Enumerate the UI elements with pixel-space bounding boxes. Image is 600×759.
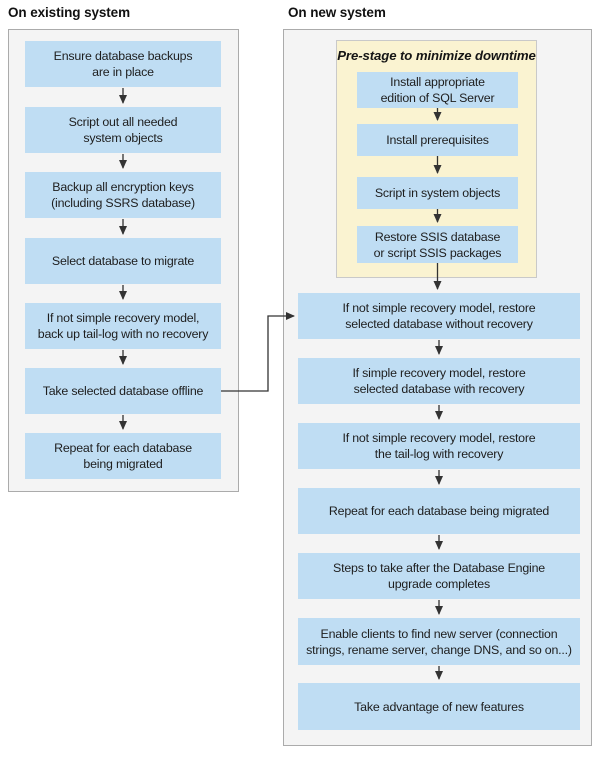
step-script-out-system-objects: Script out all needed system objects [25, 107, 221, 153]
step-backup-tail-log: If not simple recovery model, back up ta… [25, 303, 221, 349]
step-backup-encryption-keys: Backup all encryption keys (including SS… [25, 172, 221, 218]
step-restore-with-recovery: If simple recovery model, restore select… [298, 358, 580, 404]
step-script-in-system-objects: Script in system objects [357, 177, 518, 209]
step-enable-clients: Enable clients to find new server (conne… [298, 618, 580, 665]
step-take-advantage-new-features: Take advantage of new features [298, 683, 580, 730]
step-repeat-each-database-new: Repeat for each database being migrated [298, 488, 580, 534]
new-system-heading: On new system [288, 5, 386, 20]
step-select-database: Select database to migrate [25, 238, 221, 284]
step-ensure-backups: Ensure database backups are in place [25, 41, 221, 87]
step-install-sql-server: Install appropriate edition of SQL Serve… [357, 72, 518, 108]
step-restore-ssis: Restore SSIS database or script SSIS pac… [357, 226, 518, 263]
step-repeat-each-database: Repeat for each database being migrated [25, 433, 221, 479]
step-restore-tail-log: If not simple recovery model, restore th… [298, 423, 580, 469]
step-take-database-offline: Take selected database offline [25, 368, 221, 414]
step-restore-without-recovery: If not simple recovery model, restore se… [298, 293, 580, 339]
step-post-upgrade-steps: Steps to take after the Database Engine … [298, 553, 580, 599]
step-install-prerequisites: Install prerequisites [357, 124, 518, 156]
prestage-title: Pre-stage to minimize downtime [337, 48, 536, 63]
existing-system-heading: On existing system [8, 5, 130, 20]
